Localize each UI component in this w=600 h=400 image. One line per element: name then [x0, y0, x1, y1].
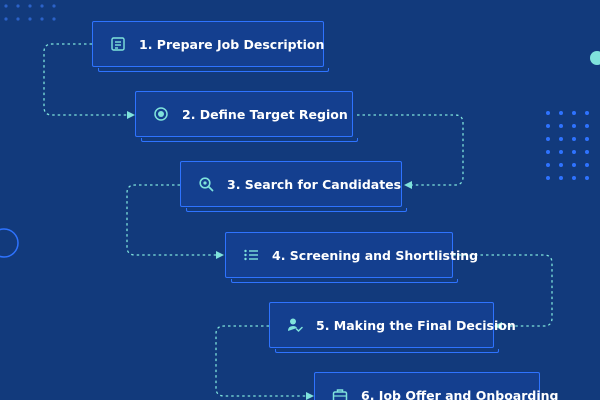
arrowhead-2: [127, 111, 135, 119]
document-icon: [109, 35, 127, 53]
step-3-label: 3. Search for Candidates: [227, 176, 402, 192]
step-2-label: 2. Define Target Region: [182, 106, 348, 122]
step-1-prepare-job-description: 1. Prepare Job Description: [92, 21, 329, 72]
connector-1-2: [43, 43, 128, 116]
step-4-label: 4. Screening and Shortlisting: [272, 247, 479, 263]
target-icon: [152, 105, 170, 123]
arrowhead-5: [494, 322, 502, 330]
step-2-define-target-region: 2. Define Target Region: [135, 91, 358, 142]
step-4-screening-and-shortlisting: 4. Screening and Shortlisting: [225, 232, 478, 283]
step-1-label: 1. Prepare Job Description: [139, 36, 325, 52]
step-5-label: 5. Making the Final Decision: [316, 317, 516, 333]
connector-4-5: [453, 254, 553, 327]
arrowhead-6: [306, 392, 314, 400]
connector-arrowheads: [127, 111, 502, 400]
briefcase-icon: [331, 386, 349, 400]
step-5-making-the-final-decision: 5. Making the Final Decision: [269, 302, 516, 353]
arrowhead-4: [216, 251, 224, 259]
decor-dot-top-right: [590, 51, 600, 65]
connector-5-6: [215, 325, 307, 397]
list-icon: [242, 246, 260, 264]
user-check-icon: [286, 316, 304, 334]
dot-grid-right: [546, 111, 589, 180]
decor-ring-left: [0, 228, 19, 258]
step-6-label: 6. Job Offer and Onboarding: [361, 387, 559, 400]
search-icon: [197, 175, 215, 193]
step-3-search-for-candidates: 3. Search for Candidates: [180, 161, 407, 212]
connector-3-4: [126, 184, 217, 256]
connector-2-3: [357, 114, 464, 186]
arrowhead-3: [404, 181, 412, 189]
dot-grid-top-left: [4, 4, 56, 21]
step-6-job-offer-and-onboarding: 6. Job Offer and Onboarding: [314, 372, 558, 400]
connectors: [43, 43, 553, 397]
